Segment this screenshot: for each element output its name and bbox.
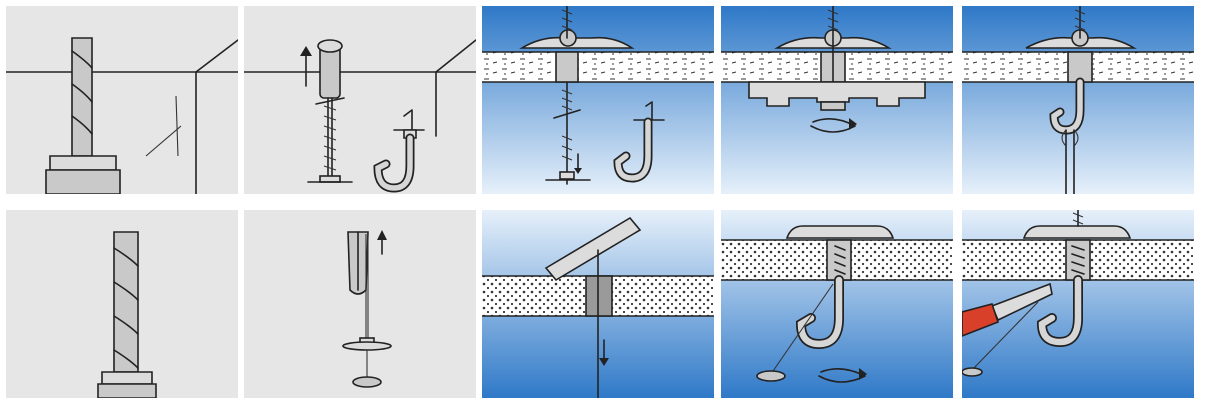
knife-icon (962, 282, 1053, 337)
hook-hung-icon (962, 6, 1194, 194)
step-6-drill-panel (6, 210, 238, 398)
step-8-insert-panel (482, 210, 714, 398)
step-2-spring-toggle-panel (244, 6, 476, 194)
step-10-cut-panel (962, 210, 1194, 398)
rail-mount-rotate-icon (721, 6, 953, 194)
step-3-insert-panel (482, 6, 714, 194)
cut-string-icon (962, 210, 1194, 398)
step-5-hook-panel (962, 6, 1194, 194)
spring-toggle-anchor-icon (244, 39, 476, 193)
drill-bit-icon (97, 231, 157, 398)
step-1-drill-panel (6, 6, 238, 194)
step-7-tilting-toggle-panel (244, 210, 476, 398)
hook-screw-rotate-icon (721, 210, 953, 398)
toggle-anchor-insert-icon (482, 6, 714, 194)
tilting-toggle-anchor-icon (342, 230, 392, 388)
step-9-hook-screw-panel (721, 210, 953, 398)
drill-bit-icon (6, 37, 238, 194)
step-4-rail-mount-panel (721, 6, 953, 194)
tilting-toggle-insert-icon (482, 210, 714, 398)
